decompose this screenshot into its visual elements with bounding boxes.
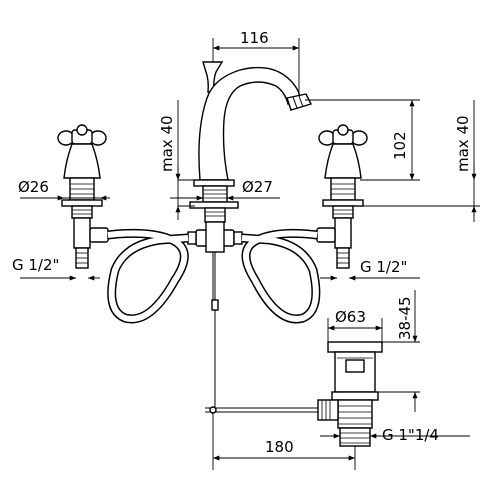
dimension-lines bbox=[20, 38, 480, 470]
waste-diameter-label: Ø63 bbox=[335, 308, 366, 326]
waste-thread-label: G 1"1/4 bbox=[382, 426, 439, 444]
left-valve bbox=[57, 124, 109, 269]
max-deck-right-label: max 40 bbox=[454, 115, 472, 172]
flex-hoses bbox=[107, 228, 321, 324]
waste-range-label: 38-45 bbox=[396, 296, 414, 340]
max-deck-left-label: max 40 bbox=[158, 115, 176, 172]
spout-diameter-label: Ø27 bbox=[242, 178, 273, 196]
right-valve bbox=[316, 124, 368, 269]
thread-left-label: G 1/2" bbox=[12, 256, 59, 274]
waste-drain bbox=[317, 341, 383, 447]
thread-right-label: G 1/2" bbox=[360, 258, 407, 276]
handle-diameter-label: Ø26 bbox=[18, 178, 49, 196]
popup-rod bbox=[205, 252, 320, 414]
spout-reach-label: 116 bbox=[240, 29, 269, 47]
center-distance-label: 180 bbox=[265, 438, 294, 456]
spout-height-label: 102 bbox=[391, 131, 409, 160]
spout bbox=[187, 61, 312, 253]
